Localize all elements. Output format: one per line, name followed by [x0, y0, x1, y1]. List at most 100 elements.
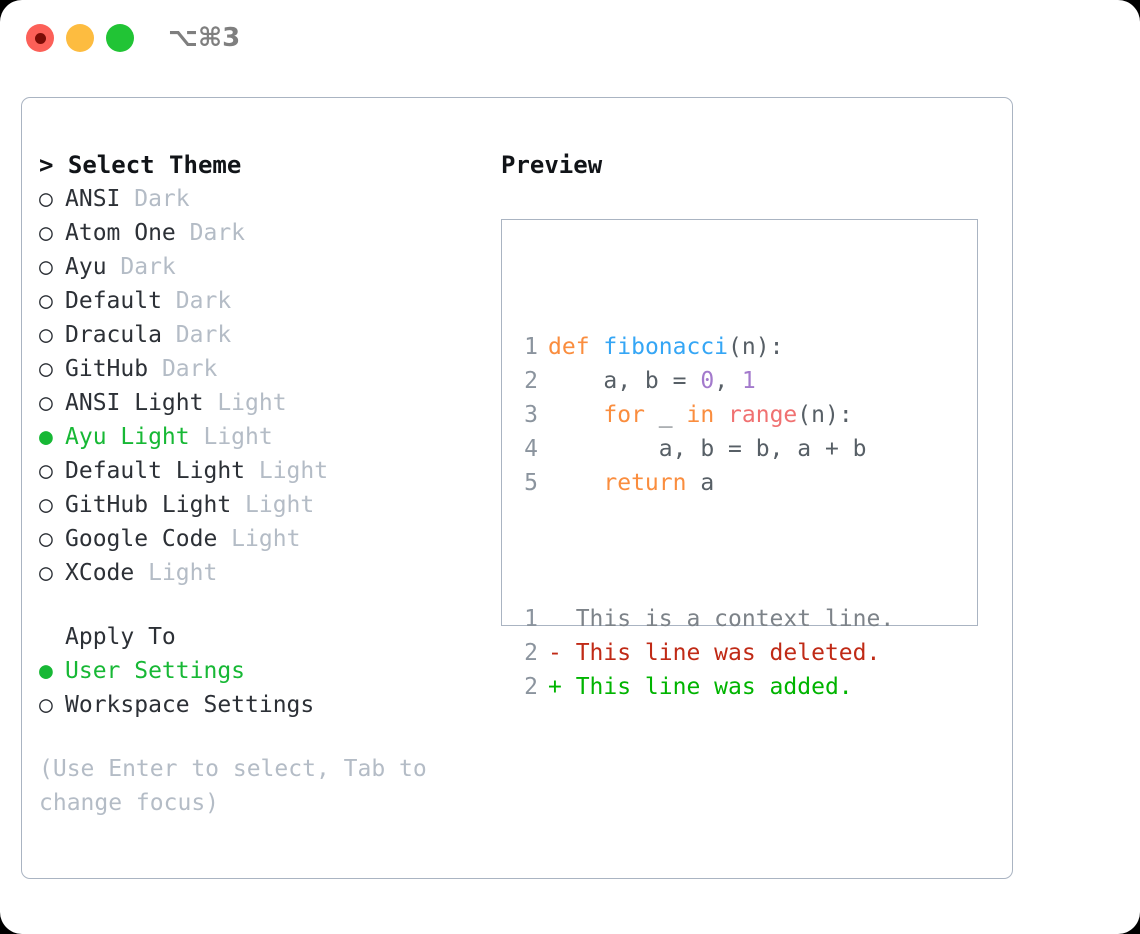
- theme-item-variant: Light: [134, 560, 218, 586]
- apply-to-header: Apply To: [65, 624, 176, 650]
- code-token: [714, 402, 728, 428]
- theme-item-label: GitHub: [65, 356, 149, 382]
- apply-to-item-workspace-settings[interactable]: ○ Workspace Settings: [39, 688, 499, 722]
- code-token: _: [644, 402, 687, 428]
- theme-item-default-light[interactable]: ○ Default Light Light: [39, 454, 499, 488]
- radio-unselected-icon: ○: [39, 560, 53, 586]
- theme-item-label: Ayu: [65, 254, 107, 280]
- code-line: 4 a, b = b, a + b: [516, 432, 894, 466]
- theme-item-ansi-light[interactable]: ○ANSI Light Light: [39, 386, 499, 420]
- spacer: [39, 590, 499, 620]
- code-token: return: [603, 470, 687, 496]
- code-token: (n):: [728, 334, 784, 360]
- maximize-button[interactable]: [106, 24, 134, 52]
- diff-lines: 1 This is a context line. 2 - This line wa…: [516, 602, 894, 704]
- theme-item-label: Atom One: [65, 220, 176, 246]
- theme-item-label: ANSI: [65, 186, 121, 212]
- main-panel: > Select Theme ○ANSI Dark○Atom One Dark○…: [21, 97, 1013, 879]
- select-theme-header: > Select Theme: [39, 151, 242, 179]
- radio-unselected-icon: ○: [39, 458, 53, 484]
- code-token: (n):: [797, 402, 853, 428]
- apply-to-item-label: Workspace Settings: [65, 692, 315, 718]
- radio-unselected-icon: ○: [39, 322, 53, 348]
- theme-item-label: ANSI Light: [65, 390, 204, 416]
- theme-item-ayu[interactable]: ○ Ayu Dark: [39, 250, 499, 284]
- radio-unselected-icon: ○: [39, 526, 53, 552]
- code-line: 2 a, b = 0, 1: [516, 364, 894, 398]
- radio-selected-icon: ●: [39, 424, 53, 450]
- theme-item-ansi[interactable]: ○ ANSI Dark: [39, 182, 499, 216]
- code-line: 2 - This line was deleted.: [516, 636, 894, 670]
- radio-selected-icon: ●: [39, 658, 53, 684]
- line-number: 1: [524, 606, 538, 632]
- theme-item-variant: Light: [189, 424, 273, 450]
- theme-item-default[interactable]: ○Default Dark: [39, 284, 499, 318]
- code-token: fibonacci: [603, 334, 729, 360]
- code-token: This is a context line.: [548, 606, 895, 632]
- code-line: 1 def fibonacci(n):: [516, 330, 894, 364]
- theme-item-variant: Light: [203, 390, 287, 416]
- window-controls: [26, 24, 134, 52]
- radio-unselected-icon: ○: [39, 288, 53, 314]
- line-number: 3: [524, 402, 538, 428]
- line-number: 1: [524, 334, 538, 360]
- theme-item-github-light[interactable]: ○ GitHub Light Light: [39, 488, 499, 522]
- radio-unselected-icon: ○: [39, 254, 53, 280]
- radio-unselected-icon: ○: [39, 492, 53, 518]
- preview-title: Preview: [501, 151, 603, 179]
- theme-item-ayu-light[interactable]: ● Ayu Light Light: [39, 420, 499, 454]
- code-line: 5 return a: [516, 466, 894, 500]
- theme-item-label: Default Light: [65, 458, 246, 484]
- theme-item-variant: Light: [231, 492, 315, 518]
- theme-item-atom-one[interactable]: ○Atom One Dark: [39, 216, 499, 250]
- code-line: 2 + This line was added.: [516, 670, 894, 704]
- theme-item-xcode[interactable]: ○ XCode Light: [39, 556, 499, 590]
- theme-item-variant: Light: [217, 526, 301, 552]
- apply-to-item-user-settings[interactable]: ● User Settings: [39, 654, 499, 688]
- theme-item-label: GitHub Light: [65, 492, 232, 518]
- theme-item-variant: Dark: [120, 186, 190, 212]
- line-number: 2: [524, 640, 538, 666]
- theme-item-dracula[interactable]: ○Dracula Dark: [39, 318, 499, 352]
- code-token: ,: [714, 368, 742, 394]
- theme-item-google-code[interactable]: ○ Google Code Light: [39, 522, 499, 556]
- code-token: def: [548, 334, 590, 360]
- apply-to-list: ● User Settings ○ Workspace Settings: [39, 654, 499, 722]
- theme-item-label: XCode: [65, 560, 135, 586]
- theme-item-github[interactable]: ○GitHub Dark: [39, 352, 499, 386]
- keyboard-shortcut-label: ⌥⌘3: [168, 23, 241, 53]
- line-number: 2: [524, 674, 538, 700]
- code-token: for: [603, 402, 645, 428]
- code-token: range: [728, 402, 798, 428]
- code-token: a, b = b, a + b: [548, 436, 867, 462]
- code-token: [548, 470, 603, 496]
- line-number: 4: [524, 436, 538, 462]
- theme-item-variant: Dark: [106, 254, 176, 280]
- code-token: + This line was added.: [548, 674, 853, 700]
- theme-item-variant: Dark: [148, 356, 218, 382]
- title-bar: ⌥⌘3: [0, 0, 1140, 78]
- radio-unselected-icon: ○: [39, 186, 53, 212]
- theme-item-label: Ayu Light: [65, 424, 190, 450]
- theme-list: ○ANSI Dark○Atom One Dark○Ayu Dark○Defaul…: [39, 182, 499, 590]
- record-indicator-icon: [34, 32, 46, 44]
- theme-selection-column: > Select Theme ○ANSI Dark○Atom One Dark○…: [39, 148, 499, 820]
- theme-item-label: Google Code: [65, 526, 218, 552]
- line-number: 2: [524, 368, 538, 394]
- theme-item-variant: Dark: [175, 220, 246, 246]
- code-line: 3 for _ in range(n):: [516, 398, 894, 432]
- theme-item-variant: Light: [245, 458, 329, 484]
- code-token: [548, 402, 603, 428]
- apply-to-item-label: User Settings: [65, 658, 246, 684]
- code-token: - This line was deleted.: [548, 640, 881, 666]
- minimize-button[interactable]: [66, 24, 94, 52]
- code-token: in: [686, 402, 715, 428]
- code-line: 1 This is a context line.: [516, 602, 894, 636]
- close-button[interactable]: [26, 24, 54, 52]
- radio-unselected-icon: ○: [39, 692, 53, 718]
